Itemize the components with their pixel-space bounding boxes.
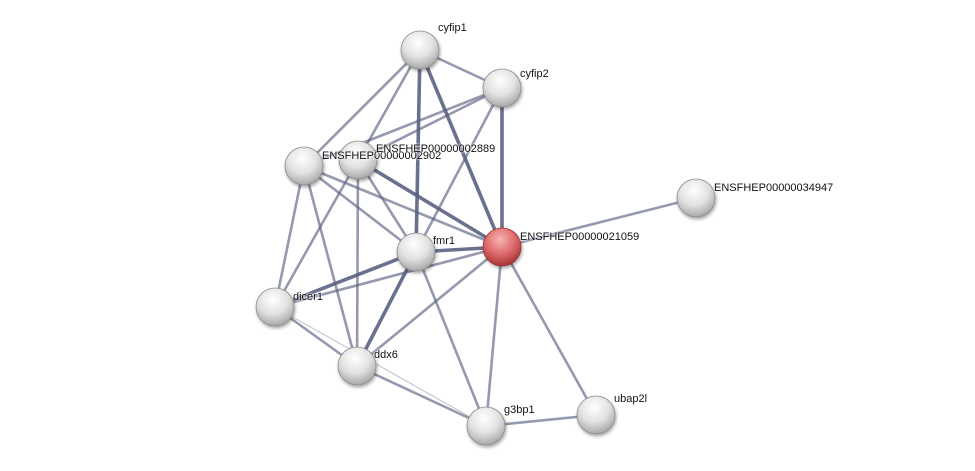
node-fmr1[interactable] <box>396 232 436 272</box>
node-label: ENSFHEP00000021059 <box>520 231 640 243</box>
node-ENSFHEP00000021059[interactable] <box>482 227 522 267</box>
edge-cyfip2-n2889[interactable] <box>357 86 503 162</box>
node-ENSFHEP00000002902[interactable] <box>284 146 324 186</box>
edge-n21059-g3bp1[interactable] <box>484 246 504 427</box>
edge-n2889-ddx6[interactable] <box>355 159 360 367</box>
edge-cyfip1-n21059[interactable] <box>418 49 504 248</box>
edge-n2902-dicer1[interactable] <box>273 165 306 308</box>
node-ubap2l[interactable] <box>576 395 616 435</box>
node-dicer1[interactable] <box>255 287 295 327</box>
edge-n2902-n21059[interactable] <box>303 164 503 249</box>
edge-cyfip2-n2902[interactable] <box>303 86 503 168</box>
edge-n21059-dicer1[interactable] <box>274 245 503 309</box>
edge-fmr1-g3bp1[interactable] <box>414 251 488 427</box>
node-label: cyfip2 <box>520 68 549 80</box>
edge-n2889-n21059[interactable] <box>357 158 503 249</box>
edge-n2902-fmr1[interactable] <box>303 164 417 254</box>
node-label: fmr1 <box>433 235 455 247</box>
edge-n21059-ddx6[interactable] <box>356 245 503 368</box>
edge-cyfip2-fmr1[interactable] <box>414 87 504 253</box>
node-label: g3bp1 <box>504 404 535 416</box>
edge-n2902-ddx6[interactable] <box>302 165 359 367</box>
node-ddx6[interactable] <box>337 346 377 386</box>
edge-cyfip1-fmr1[interactable] <box>414 49 422 253</box>
node-label: ubap2l <box>614 393 648 405</box>
node-ENSFHEP00000034947[interactable] <box>676 178 716 218</box>
node-label: ENSFHEP00000002889 <box>376 143 496 155</box>
edge-n21059-n34947[interactable] <box>501 196 697 249</box>
node-label: ddx6 <box>374 349 398 361</box>
edge-n21059-ubap2l[interactable] <box>500 246 598 416</box>
edge-n2889-dicer1[interactable] <box>273 159 360 308</box>
node-cyfip1[interactable] <box>400 30 440 70</box>
node-ENSFHEP00000002889[interactable] <box>338 140 378 180</box>
node-label: ENSFHEP00000002902 <box>322 150 442 162</box>
edge-fmr1-dicer1[interactable] <box>274 250 417 309</box>
edge-ddx6-g3bp1[interactable] <box>356 364 487 428</box>
node-label: ENSFHEP00000034947 <box>714 182 834 194</box>
node-label: dicer1 <box>293 291 323 303</box>
edge-dicer1-g3bp1[interactable] <box>274 306 487 427</box>
node-label: cyfip1 <box>438 22 467 34</box>
node-g3bp1[interactable] <box>466 406 506 446</box>
node-cyfip2[interactable] <box>482 68 522 108</box>
edge-cyfip1-n2902[interactable] <box>303 49 421 167</box>
